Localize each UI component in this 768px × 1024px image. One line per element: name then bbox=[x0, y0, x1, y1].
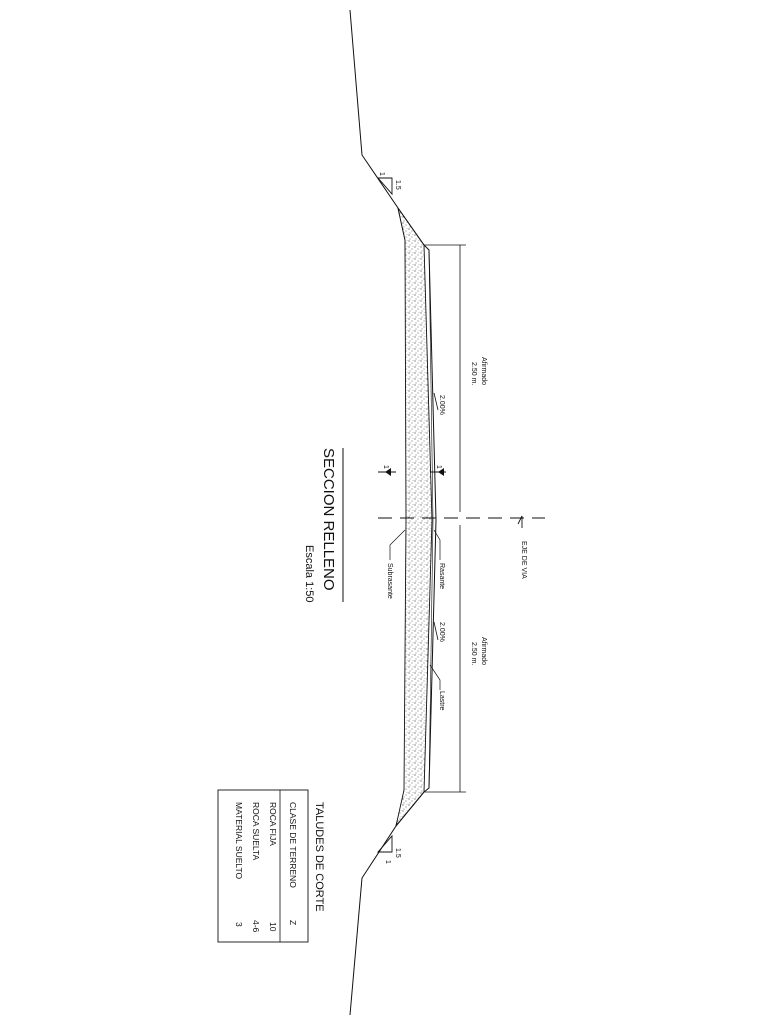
axis-marker bbox=[517, 515, 523, 528]
base-layer-line bbox=[423, 244, 437, 793]
section-marker-right-arrow bbox=[438, 468, 444, 476]
rasante-label: Rasante bbox=[438, 563, 445, 589]
talud-top-vertical: 1.5 bbox=[394, 180, 401, 190]
subrasante-leader bbox=[389, 529, 406, 560]
lastre-leader bbox=[429, 664, 441, 690]
slope-arrow-bottom bbox=[433, 621, 439, 641]
width-label-bottom: 2.50 m. bbox=[470, 642, 477, 665]
section-title: SECCION RELLENO bbox=[320, 448, 337, 591]
subrasante-label: Subrasante bbox=[386, 563, 393, 599]
lastre-label: Lastre bbox=[438, 691, 445, 711]
surface-line bbox=[428, 249, 434, 789]
section-scale: Escala 1:50 bbox=[303, 545, 315, 602]
table-row-z: 3 bbox=[234, 922, 244, 927]
slope-line-bottom bbox=[395, 791, 425, 827]
talud-triangle-top bbox=[377, 177, 393, 196]
rasante-leader bbox=[433, 529, 441, 560]
slope-line-top bbox=[397, 207, 425, 246]
table-row-terreno: MATERIAL SUELTO bbox=[234, 802, 244, 880]
talud-bottom-vertical: 1.5 bbox=[394, 848, 401, 858]
slope-arrow-top bbox=[433, 392, 439, 411]
width-label-top: 2.50 m. bbox=[470, 362, 477, 385]
afirmado-label-bottom: Afirmado bbox=[480, 637, 487, 665]
section-marker-left-label: 1 bbox=[382, 465, 389, 469]
embankment-fill bbox=[395, 207, 433, 827]
section-marker-left-arrow bbox=[385, 468, 391, 476]
table-row-terreno: ROCA SUELTA bbox=[251, 802, 261, 861]
table-row-z: 4-6 bbox=[251, 920, 261, 933]
slope-label-top: 2.00% bbox=[438, 395, 445, 415]
table-header-terreno: CLASE DE TERRENO bbox=[288, 802, 298, 888]
table-row-z: 10 bbox=[268, 922, 278, 932]
talud-top-horizontal: 1 bbox=[378, 172, 385, 176]
table-header-z: Z bbox=[288, 920, 298, 925]
talud-triangle-bottom bbox=[377, 834, 393, 853]
section-marker-right-label: 1 bbox=[435, 465, 442, 469]
terrain-line bbox=[349, 9, 411, 1016]
afirmado-label-top: Afirmado bbox=[480, 357, 487, 385]
taludes-table-border bbox=[217, 789, 309, 943]
slope-label-bottom: 2.00% bbox=[438, 622, 445, 642]
talud-bottom-horizontal: 1 bbox=[384, 860, 391, 864]
table-row-terreno: ROCA FIJA bbox=[268, 802, 278, 846]
taludes-table-title: TALUDES DE CORTE bbox=[313, 802, 325, 912]
axis-label: EJE DE VIA bbox=[520, 541, 527, 579]
